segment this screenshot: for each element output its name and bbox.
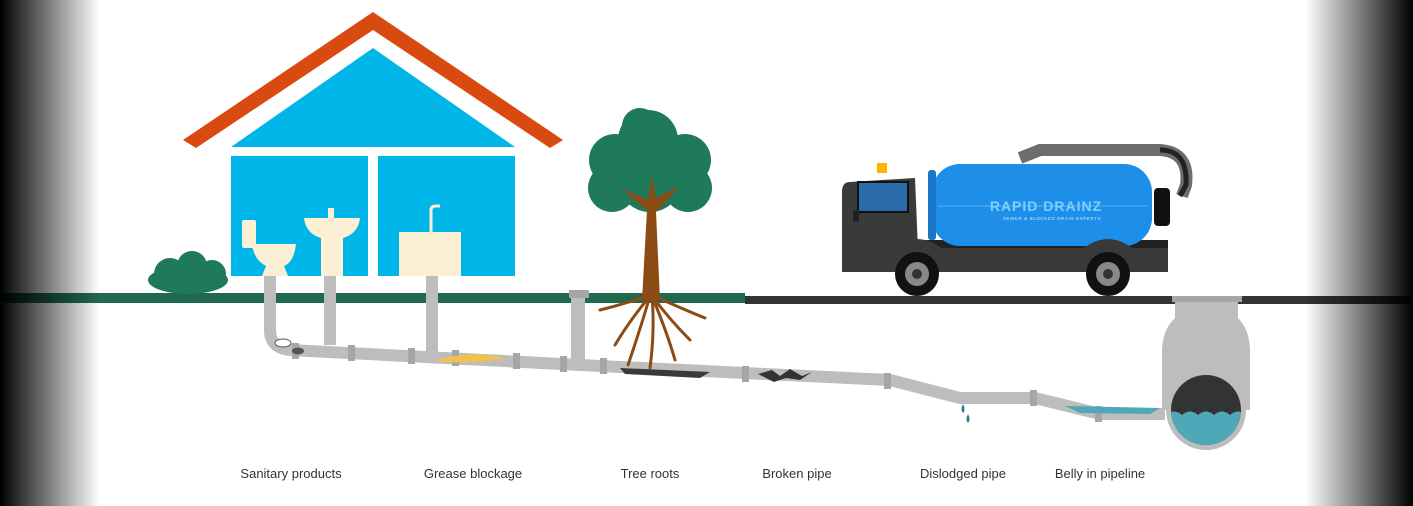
toilet-icon bbox=[242, 220, 296, 276]
wheel-rear-icon bbox=[1086, 252, 1130, 296]
label-tree-roots: Tree roots bbox=[620, 466, 680, 481]
tree-icon bbox=[588, 108, 712, 378]
label-grease-blockage: Grease blockage bbox=[423, 466, 523, 481]
sanitary-debris-icon bbox=[274, 338, 304, 355]
wheel-front-icon bbox=[895, 252, 939, 296]
kitchen-sink-icon bbox=[399, 204, 461, 276]
house-gable bbox=[231, 48, 515, 147]
grass-strip bbox=[0, 293, 745, 303]
manhole-icon bbox=[1162, 296, 1250, 450]
beacon-light-icon bbox=[877, 163, 887, 173]
grease-blockage-icon bbox=[438, 354, 505, 363]
pedestal-sink-icon bbox=[304, 208, 360, 276]
pooled-water-icon bbox=[1065, 406, 1160, 414]
tree-roots-icon bbox=[598, 294, 707, 370]
right-edge-shade bbox=[1305, 0, 1413, 506]
label-sanitary-products: Sanitary products bbox=[240, 466, 342, 481]
water-drip-icon bbox=[961, 404, 970, 423]
left-edge-shade bbox=[0, 0, 100, 506]
label-belly-in-pipeline: Belly in pipeline bbox=[1054, 466, 1146, 481]
truck-windshield bbox=[857, 181, 909, 213]
truck-brand-logo: RAPID DRAINZ bbox=[990, 198, 1102, 214]
label-dislodged-pipe: Dislodged pipe bbox=[919, 466, 1007, 481]
truck-icon: RAPID DRAINZ SEWER & BLOCKED DRAIN EXPER… bbox=[842, 144, 1193, 296]
house-icon bbox=[183, 12, 563, 276]
house-wall-left bbox=[231, 156, 368, 276]
bush-icon bbox=[148, 251, 228, 294]
truck-tagline: SEWER & BLOCKED DRAIN EXPERTS bbox=[1003, 216, 1101, 221]
label-broken-pipe: Broken pipe bbox=[762, 466, 832, 481]
road-strip bbox=[745, 296, 1413, 304]
broken-pipe-icon bbox=[758, 369, 812, 382]
